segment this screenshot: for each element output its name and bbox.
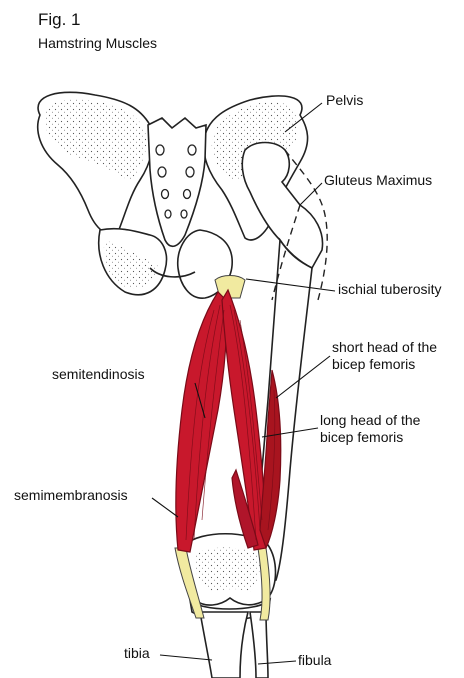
knee-texture bbox=[194, 548, 259, 593]
label-short-head-line2: bicep femoris bbox=[332, 356, 415, 373]
label-long-head-line2: bicep femoris bbox=[320, 429, 403, 446]
label-pelvis: Pelvis bbox=[326, 92, 363, 109]
fibula-bone bbox=[250, 612, 268, 678]
label-semimembranosis: semimembranosis bbox=[14, 487, 128, 504]
label-gluteus-maximus: Gluteus Maximus bbox=[324, 172, 432, 189]
tibia-bone bbox=[200, 612, 248, 678]
label-long-head-line1: long head of the bbox=[320, 412, 420, 429]
label-ischial-tuberosity: ischial tuberosity bbox=[338, 281, 442, 298]
semitendinosis-muscle bbox=[176, 292, 227, 552]
label-fibula: fibula bbox=[298, 652, 331, 669]
label-semitendinosis: semitendinosis bbox=[52, 366, 145, 383]
hamstring-muscles bbox=[176, 290, 281, 552]
label-short-head-line1: short head of the bbox=[332, 339, 437, 356]
label-tibia: tibia bbox=[124, 645, 150, 662]
